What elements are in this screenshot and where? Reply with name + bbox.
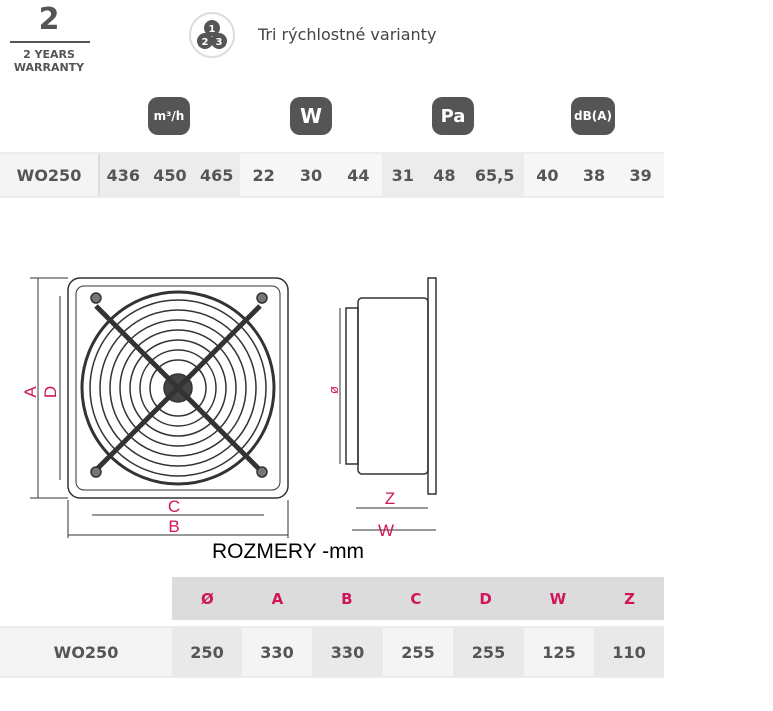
pressure-unit-badge: Pa [432, 97, 474, 135]
svg-text:C: C [168, 497, 180, 516]
svg-text:D: D [41, 386, 60, 398]
fan-dimension-drawing: A D C B ø Z W [21, 277, 437, 540]
dim-value: 250 [172, 628, 242, 676]
power-unit-badge: W [290, 97, 332, 135]
speed-variants-text: Tri rýchlostné varianty [258, 25, 437, 44]
dim-value: 255 [453, 628, 524, 676]
model-name: WO250 [0, 628, 172, 676]
warranty-number: 2 [38, 2, 60, 37]
noise-unit-badge: dB(A) [571, 97, 615, 135]
divider [10, 41, 90, 43]
dimensions-title: ROZMERY -mm [212, 540, 365, 563]
svg-text:ø: ø [326, 386, 341, 394]
dim-value: 110 [594, 628, 664, 676]
svg-text:2: 2 [202, 37, 209, 48]
dim-value: 330 [242, 628, 312, 676]
svg-text:B: B [168, 517, 179, 536]
three-speed-icon: 1 2 3 [189, 12, 235, 58]
model-name: WO250 [0, 154, 98, 196]
dim-value: 255 [383, 628, 453, 676]
svg-text:Z: Z [385, 489, 395, 508]
airflow-unit-badge: m³/h [148, 97, 190, 135]
dimensions-row: WO250 250 330 330 255 255 125 110 [0, 626, 664, 678]
svg-text:3: 3 [216, 37, 223, 48]
svg-text:1: 1 [209, 24, 216, 35]
svg-text:A: A [21, 386, 40, 398]
svg-text:W: W [378, 521, 394, 540]
dim-value: 330 [312, 628, 383, 676]
dim-value: 125 [524, 628, 594, 676]
